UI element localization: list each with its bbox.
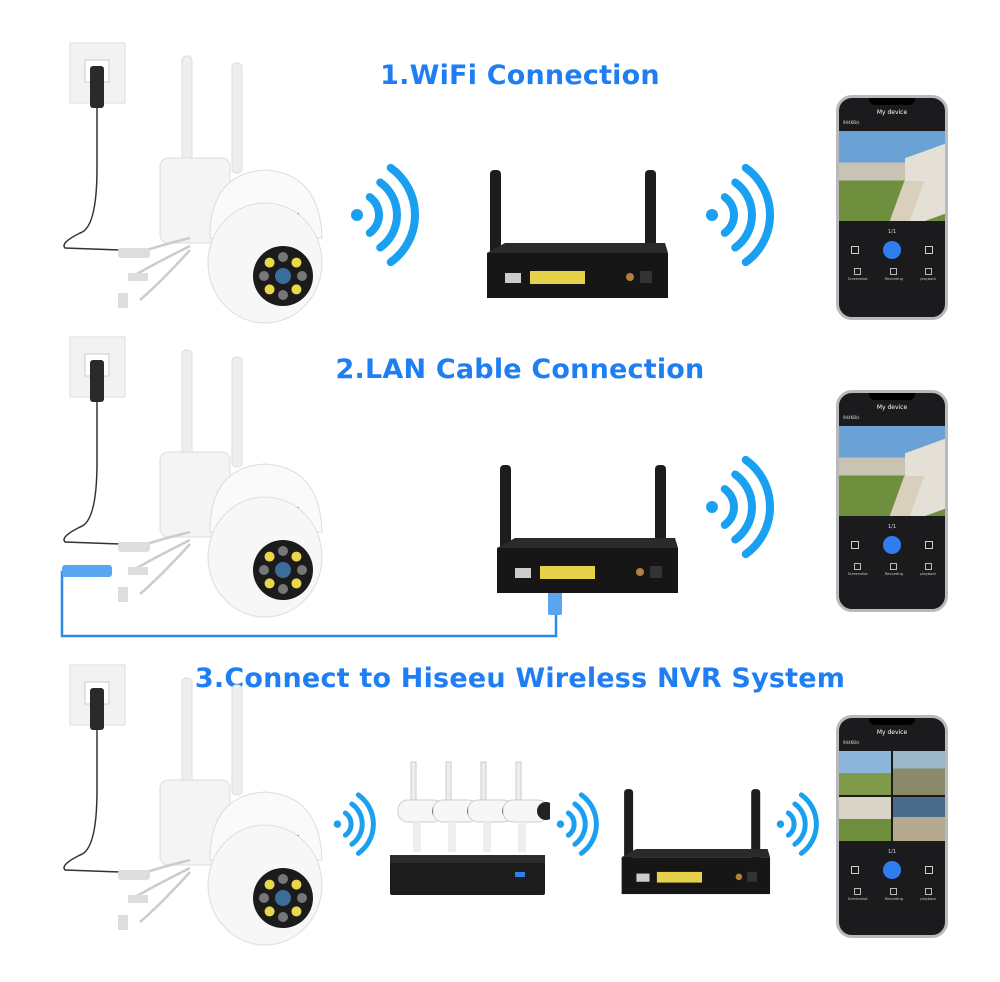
- wifi-signal-icon: [330, 790, 398, 862]
- router: [485, 165, 670, 309]
- grid-icon[interactable]: [851, 246, 859, 254]
- phone-page-indicator: 1/1: [887, 849, 897, 855]
- wifi-signal-icon: [553, 790, 621, 862]
- wifi-signal-icon: [700, 452, 810, 566]
- phone-speed: 944KB/s: [843, 120, 860, 125]
- camera-setup-2: Hiseeu: [40, 332, 330, 626]
- microphone-button[interactable]: [883, 241, 901, 259]
- phone-header-title: My device: [876, 404, 908, 411]
- grid-icon[interactable]: [851, 541, 859, 549]
- phone-speed: 944KB/s: [843, 740, 860, 745]
- phone-app: My device 944KB/s 1/1 Screenshot Recording…: [836, 95, 948, 320]
- phone-app: My device 944KB/s 1/1 Screenshot Recording…: [836, 390, 948, 612]
- phone-screenshot-button[interactable]: Screenshot: [848, 563, 868, 576]
- phone-page-indicator: 1/1: [887, 524, 897, 530]
- camera-live-view: [839, 131, 945, 221]
- section-title-nvr: 3.Connect to Hiseeu Wireless NVR System: [194, 663, 846, 694]
- phone-recording-button[interactable]: Recording: [885, 268, 903, 281]
- phone-playback-button[interactable]: playback: [920, 888, 936, 901]
- section-title-lan: 2.LAN Cable Connection: [335, 354, 705, 385]
- microphone-button[interactable]: [883, 536, 901, 554]
- ptz-icon[interactable]: [925, 866, 933, 874]
- grid-icon[interactable]: [851, 866, 859, 874]
- phone-header-title: My device: [876, 109, 908, 116]
- wifi-signal-icon: [773, 790, 841, 862]
- phone-header-title: My device: [876, 729, 908, 736]
- camera-live-view: [839, 751, 945, 841]
- nvr-kit: [385, 760, 555, 904]
- camera-setup-3: Hiseeu: [40, 660, 330, 954]
- microphone-button[interactable]: [883, 861, 901, 879]
- section-title-wifi: 1.WiFi Connection: [380, 60, 660, 91]
- camera-setup-1: Hiseeu: [40, 38, 330, 332]
- phone-recording-button[interactable]: Recording: [885, 888, 903, 901]
- phone-speed: 944KB/s: [843, 415, 860, 420]
- ptz-icon[interactable]: [925, 541, 933, 549]
- phone-app: My device 944KB/s 1/1 Screenshot Recording…: [836, 715, 948, 938]
- phone-page-indicator: 1/1: [887, 229, 897, 235]
- camera-live-view: [839, 426, 945, 516]
- phone-screenshot-button[interactable]: Screenshot: [848, 888, 868, 901]
- phone-playback-button[interactable]: playback: [920, 563, 936, 576]
- phone-recording-button[interactable]: Recording: [885, 563, 903, 576]
- wifi-signal-icon: [700, 160, 810, 274]
- wifi-signal-icon: [345, 160, 455, 274]
- phone-screenshot-button[interactable]: Screenshot: [848, 268, 868, 281]
- router: [620, 785, 772, 904]
- ptz-icon[interactable]: [925, 246, 933, 254]
- phone-playback-button[interactable]: playback: [920, 268, 936, 281]
- router: [495, 460, 680, 604]
